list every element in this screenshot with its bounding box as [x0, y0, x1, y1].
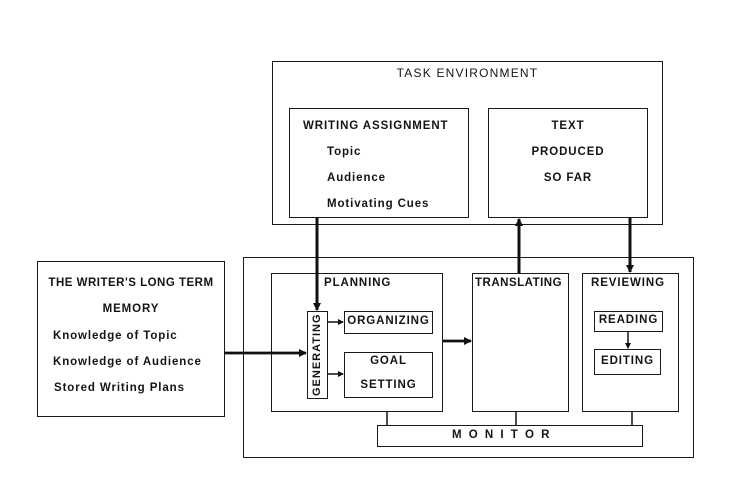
text-produced-line3: SO FAR — [543, 172, 593, 184]
task-environment-title: TASK ENVIRONMENT — [396, 66, 539, 80]
writing-assignment-topic: Topic — [327, 146, 362, 158]
goal-setting-line2: SETTING — [360, 379, 417, 391]
generating-box — [307, 311, 328, 399]
organizing-label: ORGANIZING — [347, 315, 430, 327]
reviewing-title: REVIEWING — [591, 277, 665, 289]
monitor-label: M O N I T O R — [452, 429, 552, 441]
translating-title: TRANSLATING — [475, 277, 563, 289]
writing-assignment-box — [289, 108, 469, 218]
goal-setting-line1: GOAL — [370, 355, 407, 367]
long-term-memory-title-line1: THE WRITER'S LONG TERM — [48, 277, 214, 289]
writing-assignment-title: WRITING ASSIGNMENT — [303, 120, 449, 132]
editing-label: EDITING — [601, 355, 654, 367]
planning-title: PLANNING — [324, 277, 392, 289]
goal-setting-box — [344, 352, 433, 398]
ltm-stored-writing-plans: Stored Writing Plans — [54, 382, 185, 394]
translating-box — [472, 273, 569, 412]
organizing-box — [344, 311, 433, 334]
reading-box — [594, 311, 663, 332]
ltm-knowledge-of-audience: Knowledge of Audience — [53, 356, 202, 368]
text-produced-box — [488, 108, 648, 218]
reading-label: READING — [598, 314, 659, 326]
long-term-memory-title-line2: MEMORY — [102, 303, 160, 315]
reviewing-box — [582, 273, 679, 412]
writing-assignment-motivating-cues: Motivating Cues — [327, 198, 430, 210]
planning-box — [271, 273, 443, 412]
task-environment-box — [272, 61, 663, 225]
ltm-knowledge-of-topic: Knowledge of Topic — [53, 330, 178, 342]
editing-box — [594, 349, 661, 375]
text-produced-line2: PRODUCED — [531, 146, 605, 158]
text-produced-line1: TEXT — [551, 120, 585, 132]
writing-assignment-audience: Audience — [327, 172, 386, 184]
monitor-box — [377, 425, 643, 447]
long-term-memory-box — [37, 261, 225, 417]
writer-process-box — [243, 257, 694, 458]
